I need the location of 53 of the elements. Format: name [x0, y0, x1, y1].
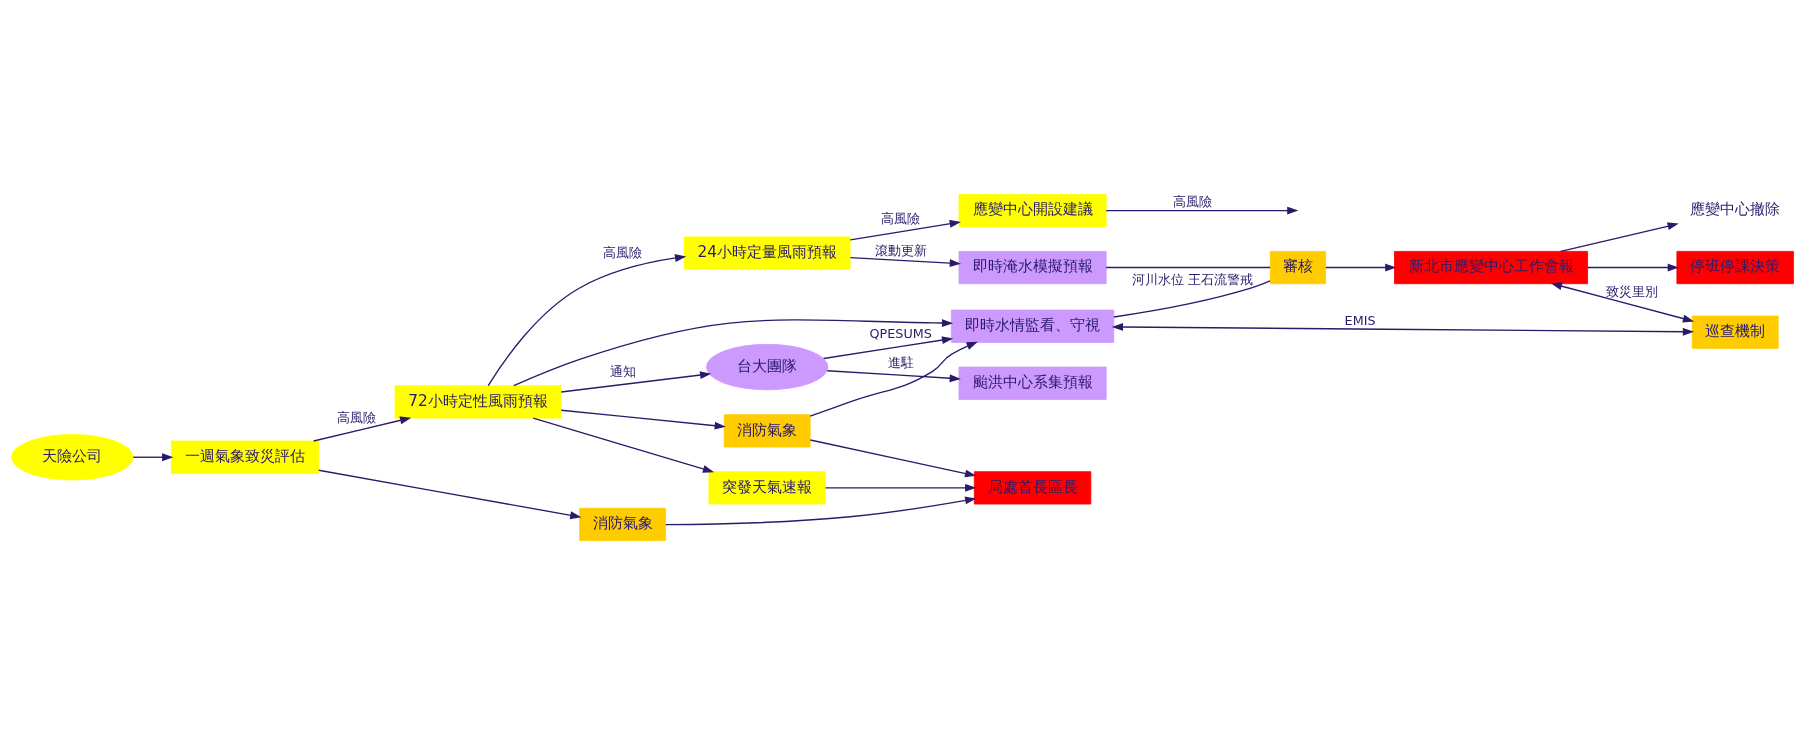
arrow [822, 336, 954, 360]
arrow [809, 439, 977, 478]
node-box: 一週氣象致災評估 [170, 440, 319, 474]
node-ellipse: 天險公司 [11, 434, 134, 481]
arrow [826, 370, 961, 383]
arrow [1111, 323, 1695, 336]
node-ellipse: 台大團隊 [706, 343, 829, 391]
node-box: 即時水情監看、守視 [950, 309, 1115, 343]
node-text: 應變中心撤除 [1690, 200, 1781, 219]
arrow [1550, 282, 1695, 323]
arrow [1325, 263, 1397, 272]
edge-label: 致災里別 [1606, 283, 1659, 299]
arrow [487, 254, 687, 387]
arrow [849, 256, 961, 267]
arrow [132, 453, 174, 462]
connector [1113, 280, 1271, 318]
arrow [560, 371, 712, 393]
arrow [1105, 206, 1299, 215]
edge-label: 滾動更新 [874, 242, 927, 258]
arrow [318, 469, 582, 520]
edge-label: 高風險 [881, 211, 921, 227]
edge-label: 高風險 [603, 244, 643, 260]
edge-label: 通知 [609, 363, 636, 379]
node-box: 即時淹水模擬預報 [958, 250, 1107, 285]
node-box: 颱洪中心系集預報 [958, 366, 1107, 400]
node-box: 消防氣象 [579, 507, 666, 542]
edge-label: 高風險 [1172, 194, 1212, 210]
node-box: 應變中心開設建議 [958, 193, 1107, 228]
edge-label: QPESUMS [869, 326, 932, 342]
edge-label: 進駐 [887, 355, 914, 371]
node-box: 突發天氣速報 [708, 471, 826, 505]
arrow [1587, 263, 1679, 272]
edge-label: 河川水位 王石流警戒 [1131, 271, 1253, 287]
arrow [824, 483, 977, 492]
edge-label: EMIS [1344, 313, 1376, 329]
connector [1105, 266, 1271, 269]
node-box: 72小時定性風雨預報 [394, 385, 562, 419]
arrow [560, 409, 726, 430]
node-box: 停班停課決策 [1676, 250, 1794, 285]
arrow [665, 496, 977, 526]
edge-label: 高風險 [337, 410, 377, 426]
node-box: 巡查機制 [1691, 315, 1779, 349]
arrow [532, 417, 715, 473]
node-box: 審核 [1269, 250, 1327, 285]
node-box: 24小時定量風雨預報 [683, 236, 851, 270]
node-box: 消防氣象 [723, 414, 811, 448]
arrow [849, 219, 961, 241]
arrow [1560, 222, 1679, 253]
arrow [513, 319, 954, 387]
arrow [312, 416, 412, 442]
node-box: 局處首長區長 [973, 471, 1092, 505]
arrow [809, 341, 978, 417]
node-box: 新北市應變中心工作會報 [1394, 250, 1588, 285]
